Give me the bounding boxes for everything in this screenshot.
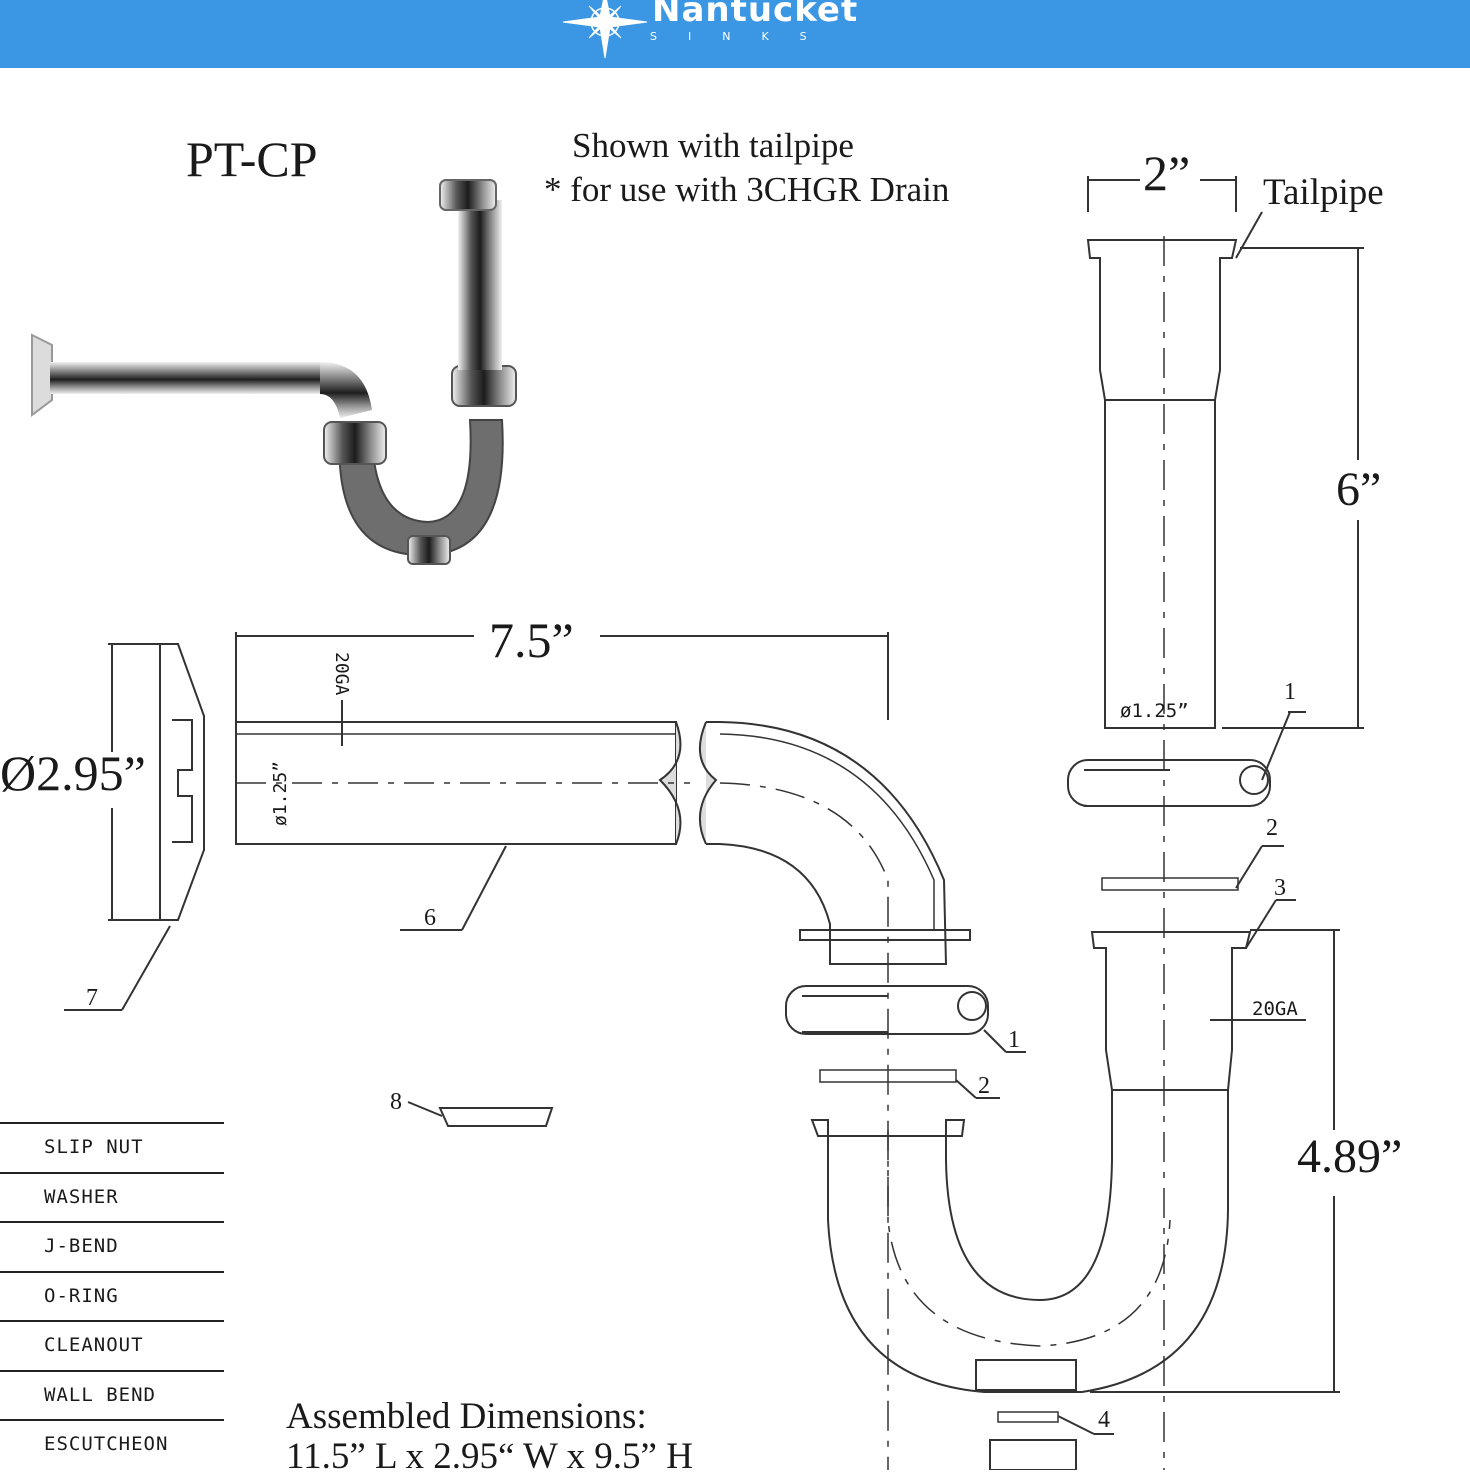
parts-row: SLIP NUT bbox=[0, 1122, 224, 1172]
part-name: J-BEND bbox=[44, 1235, 119, 1257]
parts-row: WASHER bbox=[0, 1171, 224, 1222]
callout-6: 6 bbox=[424, 905, 436, 931]
parts-row: ESCUTCHEON bbox=[0, 1419, 224, 1469]
tailpipe-drawing bbox=[1067, 176, 1364, 1470]
parts-row: O-RING bbox=[0, 1270, 224, 1321]
escutcheon-diameter-dimension: Ø2.95” bbox=[0, 745, 146, 801]
compass-rose-icon bbox=[562, 0, 648, 59]
escutcheon-drawing bbox=[64, 643, 205, 1011]
j-bend-height-dimension: 4.89” bbox=[1297, 1130, 1403, 1183]
part-name: SLIP NUT bbox=[44, 1136, 144, 1158]
parts-row: CLEANOUT bbox=[0, 1320, 224, 1370]
part-name: WASHER bbox=[44, 1185, 119, 1208]
note-line-2: * for use with 3CHGR Drain bbox=[544, 170, 950, 209]
wall-bend-diameter-label: ø1.25” bbox=[270, 760, 291, 826]
callout-2-top: 2 bbox=[1266, 815, 1278, 841]
j-bend-drawing bbox=[810, 899, 1340, 1470]
callout-2-mid: 2 bbox=[978, 1073, 990, 1099]
model-title: PT-CP bbox=[186, 131, 318, 187]
callout-4: 4 bbox=[1098, 1407, 1110, 1433]
parts-row: WALL BEND bbox=[0, 1369, 224, 1420]
j-bend-gauge-label: 20GA bbox=[1252, 998, 1298, 1020]
tailpipe-width-dimension: 2” bbox=[1143, 145, 1191, 201]
parts-list: SLIP NUT WASHER J-BEND O-RING CLEANOUT W… bbox=[0, 1122, 224, 1469]
product-photo bbox=[31, 179, 517, 565]
part-name: O-RING bbox=[44, 1284, 119, 1307]
assembled-dimensions-value: 11.5” L x 2.95“ W x 9.5” H bbox=[286, 1436, 693, 1477]
callout-1-mid: 1 bbox=[1008, 1027, 1020, 1053]
callout-3: 3 bbox=[1274, 875, 1286, 901]
tailpipe-diameter-label: ø1.25” bbox=[1120, 700, 1189, 722]
brand-subtitle: SINKS bbox=[650, 30, 838, 43]
wall-bend-length-dimension: 7.5” bbox=[489, 612, 574, 668]
parts-row: J-BEND bbox=[0, 1221, 224, 1271]
callout-7: 7 bbox=[86, 985, 98, 1011]
callout-8: 8 bbox=[390, 1089, 402, 1115]
brand-header bbox=[0, 0, 1470, 68]
part-name: CLEANOUT bbox=[44, 1334, 144, 1356]
tailpipe-length-dimension: 6” bbox=[1336, 463, 1382, 516]
part-name: ESCUTCHEON bbox=[44, 1433, 169, 1455]
tailpipe-label: Tailpipe bbox=[1263, 172, 1384, 213]
wall-bend-gauge-label: 20GA bbox=[331, 652, 352, 696]
assembled-dimensions-title: Assembled Dimensions: bbox=[286, 1396, 647, 1437]
part-name: WALL BEND bbox=[44, 1383, 156, 1406]
wall-bend-drawing bbox=[235, 632, 1026, 1470]
callout-1-top: 1 bbox=[1284, 679, 1296, 705]
note-line-1: Shown with tailpipe bbox=[572, 126, 854, 165]
brand-name: Nantucket bbox=[652, 0, 859, 30]
